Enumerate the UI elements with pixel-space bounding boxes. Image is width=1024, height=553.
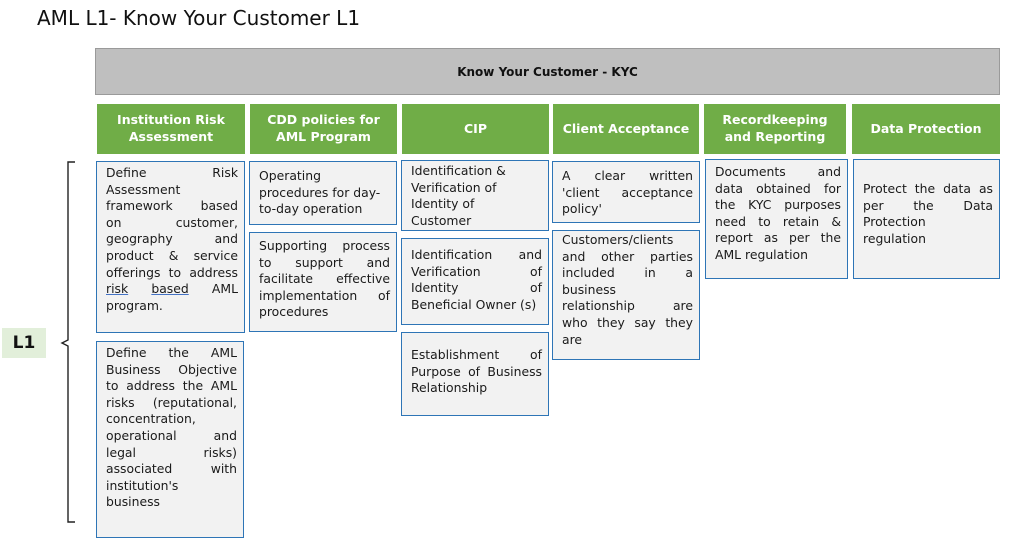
box-line: Customers/clients [562,232,674,247]
box-line: Verification of [411,263,542,279]
box-line: Identification and [411,247,542,262]
box-line: Identity of [411,196,475,212]
box-line: data obtained for [715,180,841,196]
box-line: Identification & [411,163,506,178]
box-line: Protection [863,214,926,230]
header-cdd-policies: CDD policies for AML Program [250,104,397,154]
box-line: Establishment of [411,347,542,362]
box-line: Supporting process [259,238,390,253]
box-line: regulation [863,230,926,246]
box-line: the KYC purposes [715,197,841,213]
box-line: concentration, [106,411,196,427]
header-cip: CIP [402,104,549,154]
box-line: geography and [106,231,238,247]
box-line: 'client acceptance [562,184,693,200]
box-line: Customer [411,212,472,228]
box-line: Identity of [411,280,542,296]
header-institution-risk-assessment: Institution Risk Assessment [97,104,245,154]
box-line: legal risks) [106,444,237,460]
box-line: are [562,331,583,347]
box-line: to-day operation [259,201,363,217]
box-line: Purpose of Business [411,363,542,379]
box-line: procedures for day- [259,184,381,200]
level-l1-label: L1 [2,328,46,358]
box-line: per the Data [863,197,993,213]
box-line: A clear written [562,168,693,183]
box-line: on customer, [106,214,238,230]
box-line: Operating [259,168,321,183]
box-line: need to retain & [715,213,841,229]
box-line: associated with [106,461,237,477]
box-line: Beneficial Owner (s) [411,296,537,312]
box-line: offerings to address [106,264,238,280]
box-line: included in a [562,265,693,281]
box-line: Define the AML [106,345,237,360]
box-line: operational and [106,428,237,444]
box-line: program. [106,297,163,313]
box-line: relationship are [562,298,693,314]
header-recordkeeping-reporting: Recordkeeping and Reporting [704,104,846,154]
box-line: business [106,494,161,510]
box-line: product & service [106,248,238,264]
box-line: policy' [562,201,602,217]
box-line: Define Risk [106,165,238,180]
box-line: business [562,281,617,297]
box-line: to address the AML [106,378,237,394]
box-line: Assessment [106,181,181,197]
box-line: and other parties [562,248,693,264]
box-line: risk based AML [106,281,238,297]
box-line: facilitate effective [259,271,390,287]
header-client-acceptance: Client Acceptance [553,104,699,154]
box-line: risks (reputational, [106,394,237,410]
box-line: Verification of [411,179,497,195]
box-line: Business Objective [106,361,237,377]
box-line: AML regulation [715,247,808,263]
left-brace [60,161,75,523]
box-line: framework based [106,198,238,214]
box-line: who they say they [562,315,693,331]
box-line: procedures [259,304,329,320]
box-line: Protect the data as [863,181,993,196]
box-line: institution's [106,477,179,493]
box-line: report as per the [715,230,841,246]
box-line: implementation of [259,287,390,303]
kyc-banner: Know Your Customer - KYC [95,48,1000,95]
box-line: to support and [259,254,390,270]
box-line: Documents and [715,164,841,179]
box-line: Relationship [411,380,488,396]
header-data-protection: Data Protection [852,104,1000,154]
slide-title: AML L1- Know Your Customer L1 [37,6,361,30]
